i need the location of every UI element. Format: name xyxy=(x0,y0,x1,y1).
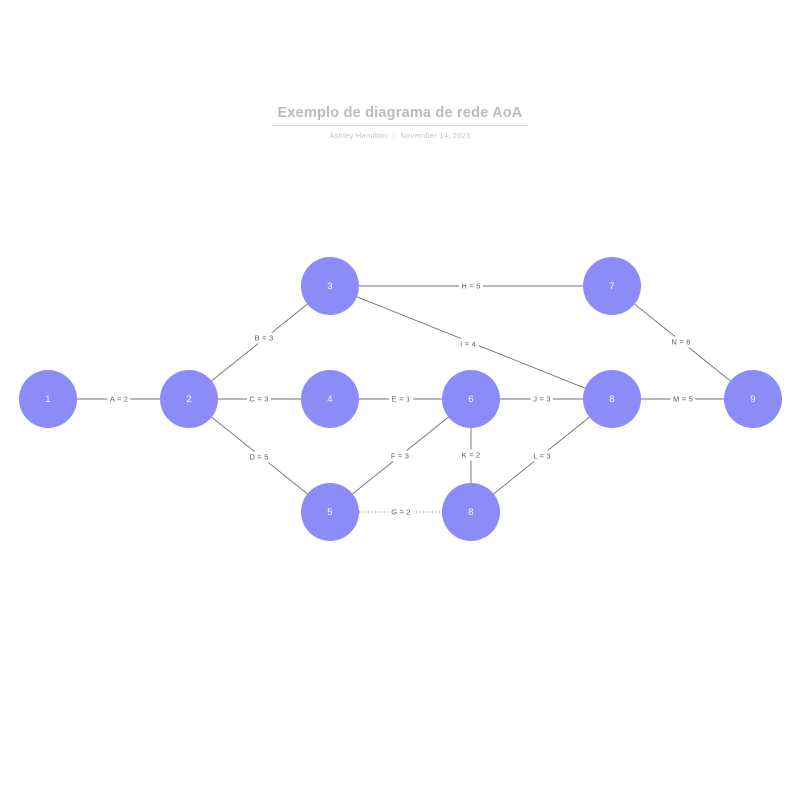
node-n4[interactable]: 4 xyxy=(301,370,359,428)
node-n1[interactable]: 1 xyxy=(19,370,77,428)
edge-label-G: G = 2 xyxy=(388,506,414,518)
node-n3[interactable]: 3 xyxy=(301,257,359,315)
edge-label-N: N = 6 xyxy=(668,336,694,348)
node-label: 2 xyxy=(186,393,192,405)
node-label: 8 xyxy=(609,393,615,405)
node-n2[interactable]: 2 xyxy=(160,370,218,428)
node-label: 7 xyxy=(609,280,615,292)
edge-label-A: A = 2 xyxy=(107,393,131,405)
node-n7[interactable]: 7 xyxy=(583,257,641,315)
edge-label-D: D = 5 xyxy=(246,451,272,463)
node-label: 4 xyxy=(327,393,333,405)
edge-label-L: L = 3 xyxy=(530,450,554,462)
node-label: 8 xyxy=(468,506,474,518)
edge-label-F: F = 3 xyxy=(388,450,412,462)
document-byline: Ashley Hamilton | November 14, 2023 xyxy=(0,131,800,140)
node-n9[interactable]: 9 xyxy=(724,370,782,428)
node-label: 9 xyxy=(750,393,756,405)
node-label: 6 xyxy=(468,393,474,405)
document-date: November 14, 2023 xyxy=(400,131,471,140)
edge-label-C: C = 3 xyxy=(246,393,272,405)
node-label: 5 xyxy=(327,506,333,518)
edge-label-I: I = 4 xyxy=(457,338,479,350)
edge-label-K: K = 2 xyxy=(459,449,483,461)
edge-label-J: J = 3 xyxy=(530,393,554,405)
document-header: Exemplo de diagrama de rede AoA Ashley H… xyxy=(0,104,800,140)
node-label: 3 xyxy=(327,280,333,292)
node-label: 1 xyxy=(45,393,51,405)
edge-label-E: E = 1 xyxy=(389,393,413,405)
node-n8b[interactable]: 8 xyxy=(442,483,500,541)
node-n8[interactable]: 8 xyxy=(583,370,641,428)
node-n5[interactable]: 5 xyxy=(301,483,359,541)
node-n6[interactable]: 6 xyxy=(442,370,500,428)
edge-label-B: B = 3 xyxy=(252,332,276,344)
byline-separator: | xyxy=(392,131,396,140)
edge-label-M: M = 5 xyxy=(670,393,696,405)
edge-label-H: H = 5 xyxy=(458,280,484,292)
author-name: Ashley Hamilton xyxy=(329,131,388,140)
page-title: Exemplo de diagrama de rede AoA xyxy=(271,104,529,126)
